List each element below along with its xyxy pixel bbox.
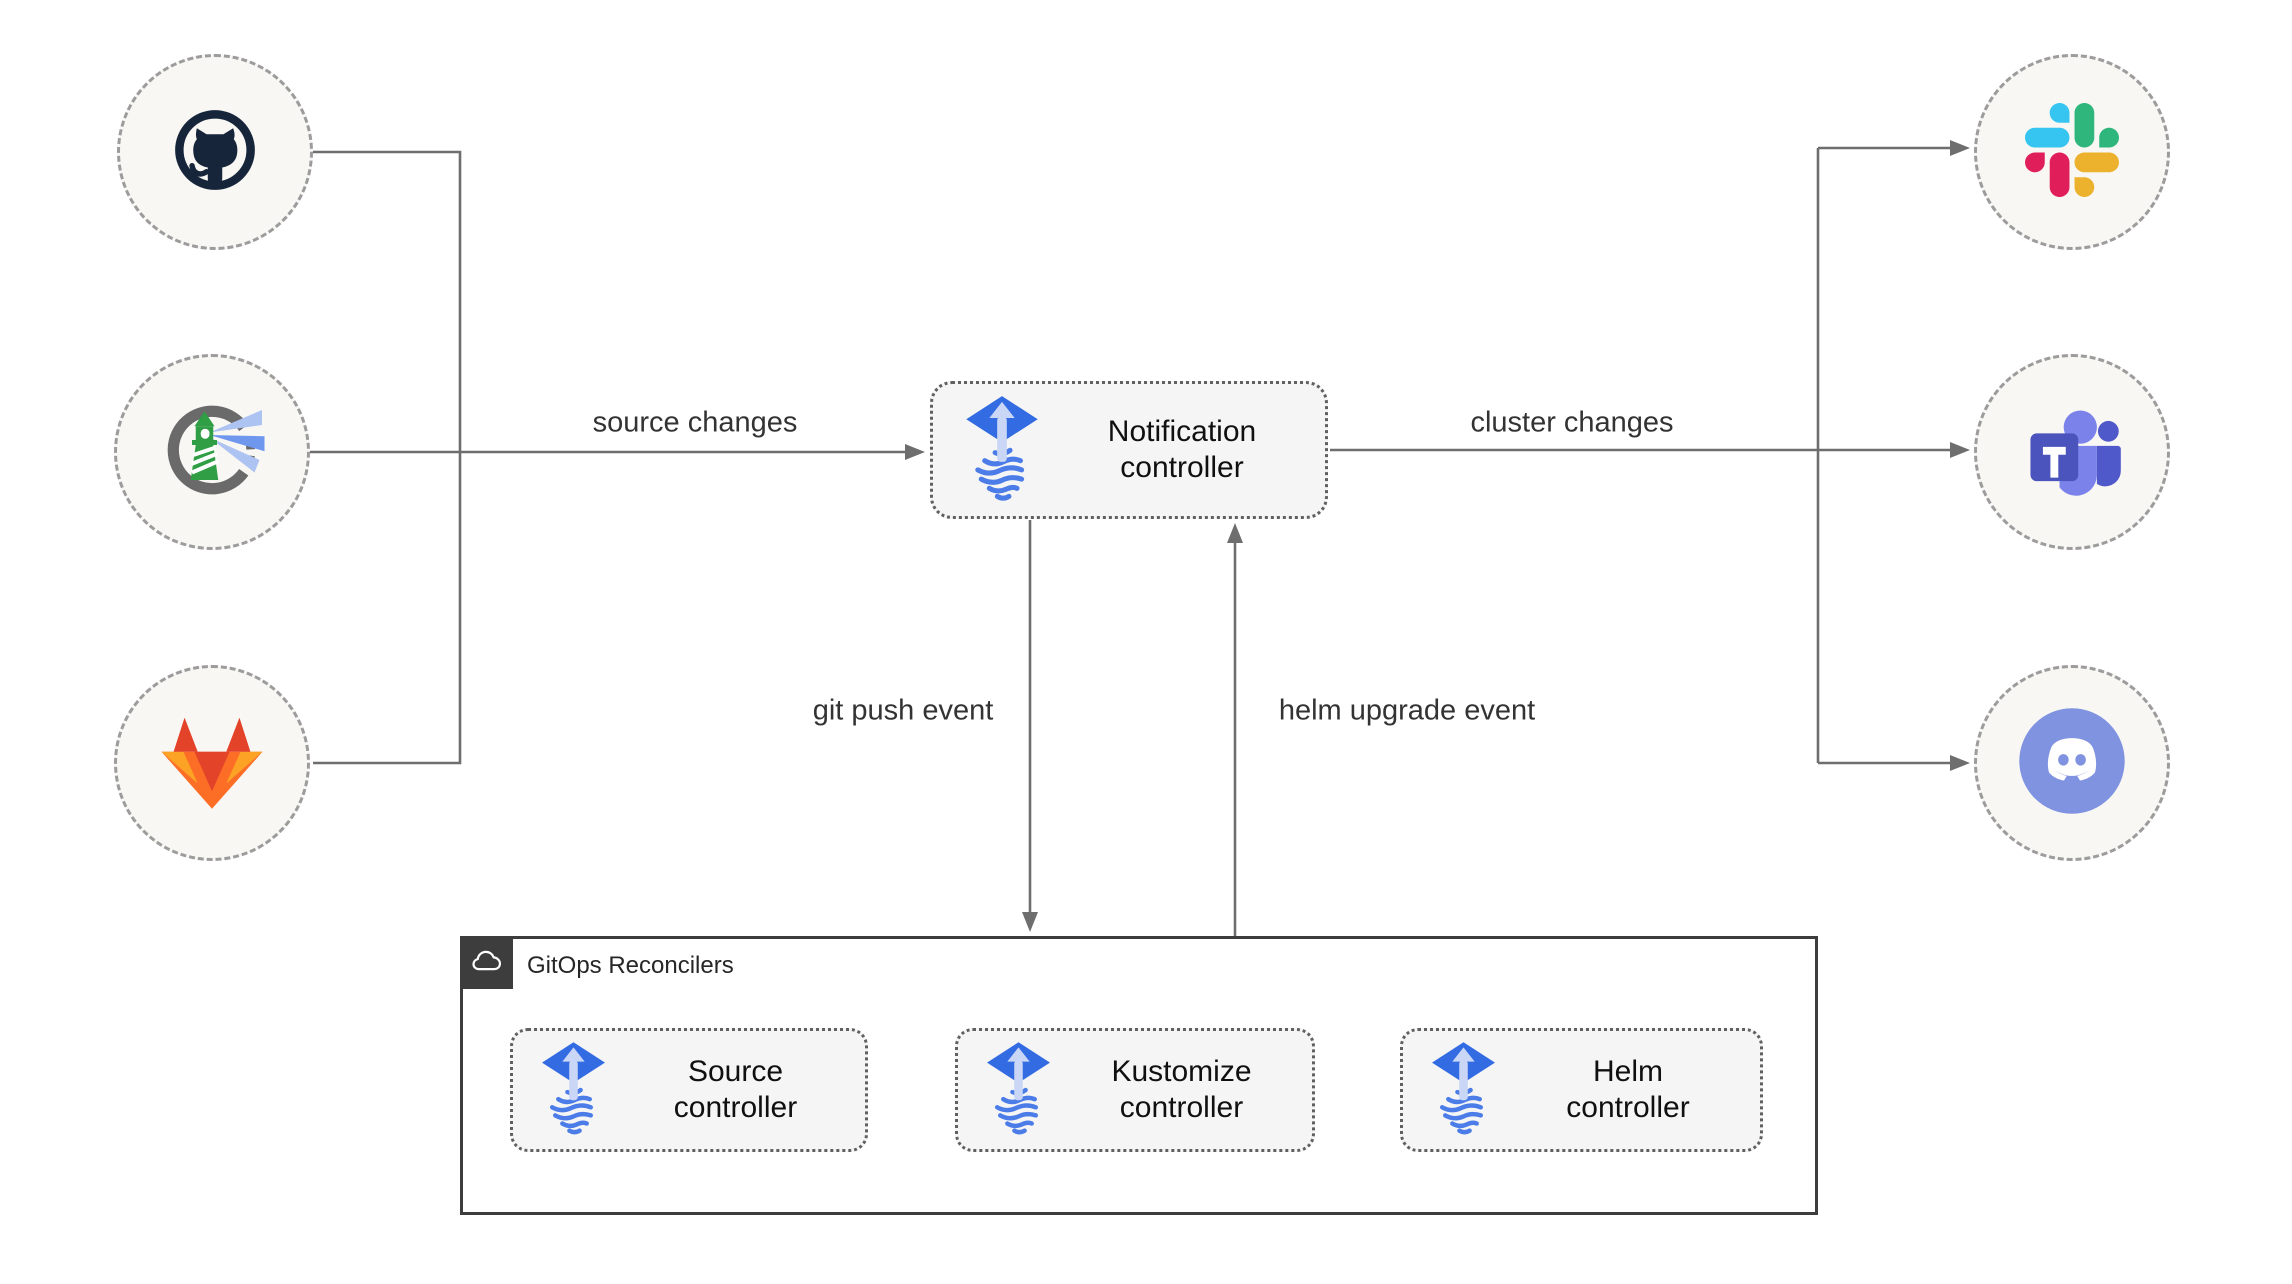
- flux-icon: [1431, 1041, 1496, 1140]
- teams-icon: [2018, 400, 2126, 505]
- cluster-changes-label: cluster changes: [1462, 404, 1682, 442]
- discord-icon: [2017, 706, 2127, 821]
- source-changes-label: source changes: [584, 404, 806, 442]
- helm-controller-label: Helm controller: [1566, 1055, 1690, 1124]
- kustomize-controller-node: Kustomize controller: [955, 1028, 1315, 1152]
- teams-node: [1974, 354, 2170, 550]
- helm-controller-node: Helm controller: [1400, 1028, 1763, 1152]
- group-badge: [460, 936, 513, 989]
- notification-controller-label: Notification controller: [1107, 415, 1257, 484]
- harbor-icon: [152, 390, 272, 515]
- github-icon: [157, 92, 273, 213]
- group-title: GitOps Reconcilers: [527, 952, 734, 979]
- github-node: [117, 54, 313, 250]
- kustomize-controller-label: Kustomize controller: [1111, 1055, 1252, 1124]
- discord-node: [1974, 665, 2170, 861]
- left-junction-line: [313, 150, 462, 765]
- harbor-node: [114, 354, 310, 550]
- gitlab-icon: [157, 710, 267, 816]
- flux-icon: [986, 1041, 1051, 1140]
- source-controller-node: Source controller: [510, 1028, 868, 1152]
- slack-icon: [2025, 102, 2119, 202]
- gitlab-node: [114, 665, 310, 861]
- helm-upgrade-event-label: helm upgrade event: [1270, 692, 1544, 730]
- flux-icon: [965, 395, 1039, 506]
- cloud-icon: [469, 947, 505, 979]
- source-controller-label: Source controller: [673, 1055, 798, 1124]
- slack-node: [1974, 54, 2170, 250]
- git-push-event-label: git push event: [804, 692, 1002, 730]
- notification-controller-node: Notification controller: [930, 381, 1328, 519]
- flux-icon: [541, 1041, 606, 1140]
